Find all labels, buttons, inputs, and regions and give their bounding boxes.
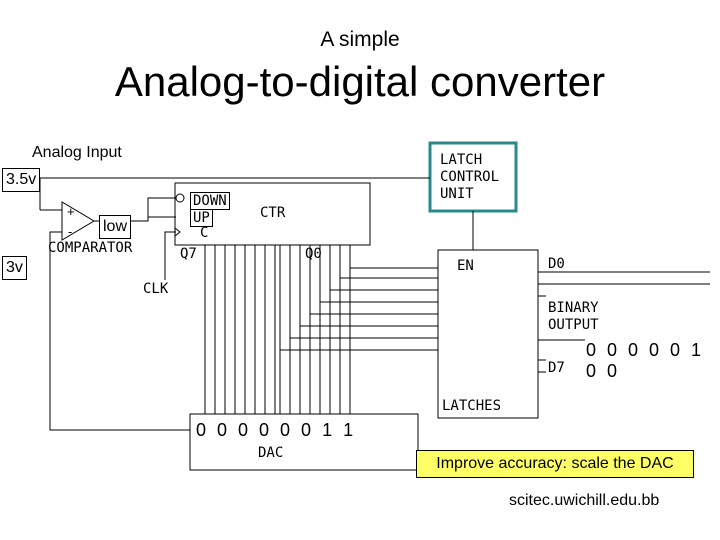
d7-label: D7: [548, 360, 565, 376]
clock-wire: [164, 231, 176, 280]
source-footer: scitec.uwichill.edu.bb: [509, 492, 660, 509]
comparator-label: COMPARATOR: [48, 240, 133, 256]
analog-input-label: Analog Input: [32, 144, 122, 161]
latch-control-line-1: LATCH: [440, 152, 483, 168]
counter-to-latch-bus: [279, 245, 438, 351]
latches-box: [437, 249, 539, 419]
binary-output-line-1: BINARY: [548, 300, 599, 316]
dac-label: DAC: [258, 445, 284, 461]
counter-msb: Q7: [180, 246, 197, 262]
comparator-output-label: low: [99, 215, 132, 239]
dac-voltage-label: 3v: [2, 256, 27, 280]
output-bits: 0 0 0 0 0 1 0 0: [586, 340, 720, 382]
counter-name: CTR: [260, 205, 286, 221]
clk-label: CLK: [143, 281, 169, 297]
subtitle: A simple: [320, 28, 400, 51]
counter-lsb: Q0: [305, 246, 322, 262]
comparator-symbol: [61, 201, 95, 241]
comparator-minus: -: [68, 224, 72, 239]
accuracy-note: Improve accuracy: scale the DAC: [416, 450, 694, 478]
page-title: Analog-to-digital converter: [114, 58, 606, 105]
comparator-plus: +: [67, 204, 75, 219]
latches-label: LATCHES: [442, 398, 502, 414]
binary-output-label: BINARY OUTPUT: [548, 300, 599, 334]
latch-control-line-3: UNIT: [440, 186, 474, 202]
latch-control-unit-label: LATCH CONTROL UNIT: [440, 152, 499, 203]
counter-box: [174, 182, 371, 246]
input-voltage-label: 3.5v: [2, 168, 41, 192]
dac-feedback-wire: [49, 231, 190, 431]
counter-bits: 0 0 0 0 0 0 1 1: [196, 420, 357, 441]
counter-down-label: DOWN: [190, 192, 230, 210]
counter-clock-pin: C: [200, 225, 209, 241]
latch-output-lines: [538, 271, 710, 373]
dac-box: [189, 413, 419, 471]
latch-enable-label: EN: [457, 258, 474, 274]
counter-up-label: UP: [190, 209, 213, 227]
latch-control-line-2: CONTROL: [440, 169, 500, 185]
d0-label: D0: [548, 256, 565, 272]
counter-to-dac-bus: [204, 245, 351, 414]
binary-output-line-2: OUTPUT: [548, 317, 599, 333]
